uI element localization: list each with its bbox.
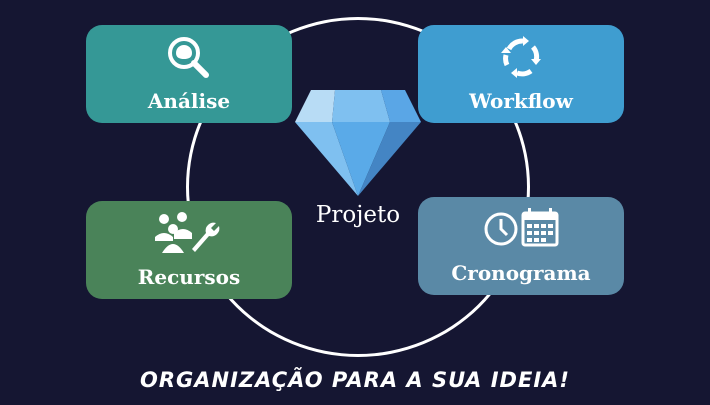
- node-analise: Análise: [86, 25, 292, 123]
- cycle-arrows-icon: [418, 35, 624, 79]
- brain-magnifier-icon: [86, 35, 292, 79]
- node-recursos: Recursos: [86, 201, 292, 299]
- node-label: Workflow: [469, 89, 573, 113]
- cycle-ring: [186, 17, 530, 357]
- node-cronograma: Cronograma: [418, 197, 624, 295]
- node-label: Recursos: [137, 265, 241, 289]
- team-wrench-icon: [86, 211, 292, 255]
- diamond-icon: [295, 90, 421, 196]
- node-label: Cronograma: [451, 261, 591, 285]
- clock-calendar-icon: [418, 207, 624, 251]
- center-label: Projeto: [315, 202, 401, 228]
- node-workflow: Workflow: [418, 25, 624, 123]
- node-label: Análise: [147, 89, 231, 113]
- tagline: ORGANIZAÇÃO PARA A SUA IDEIA!: [140, 368, 570, 392]
